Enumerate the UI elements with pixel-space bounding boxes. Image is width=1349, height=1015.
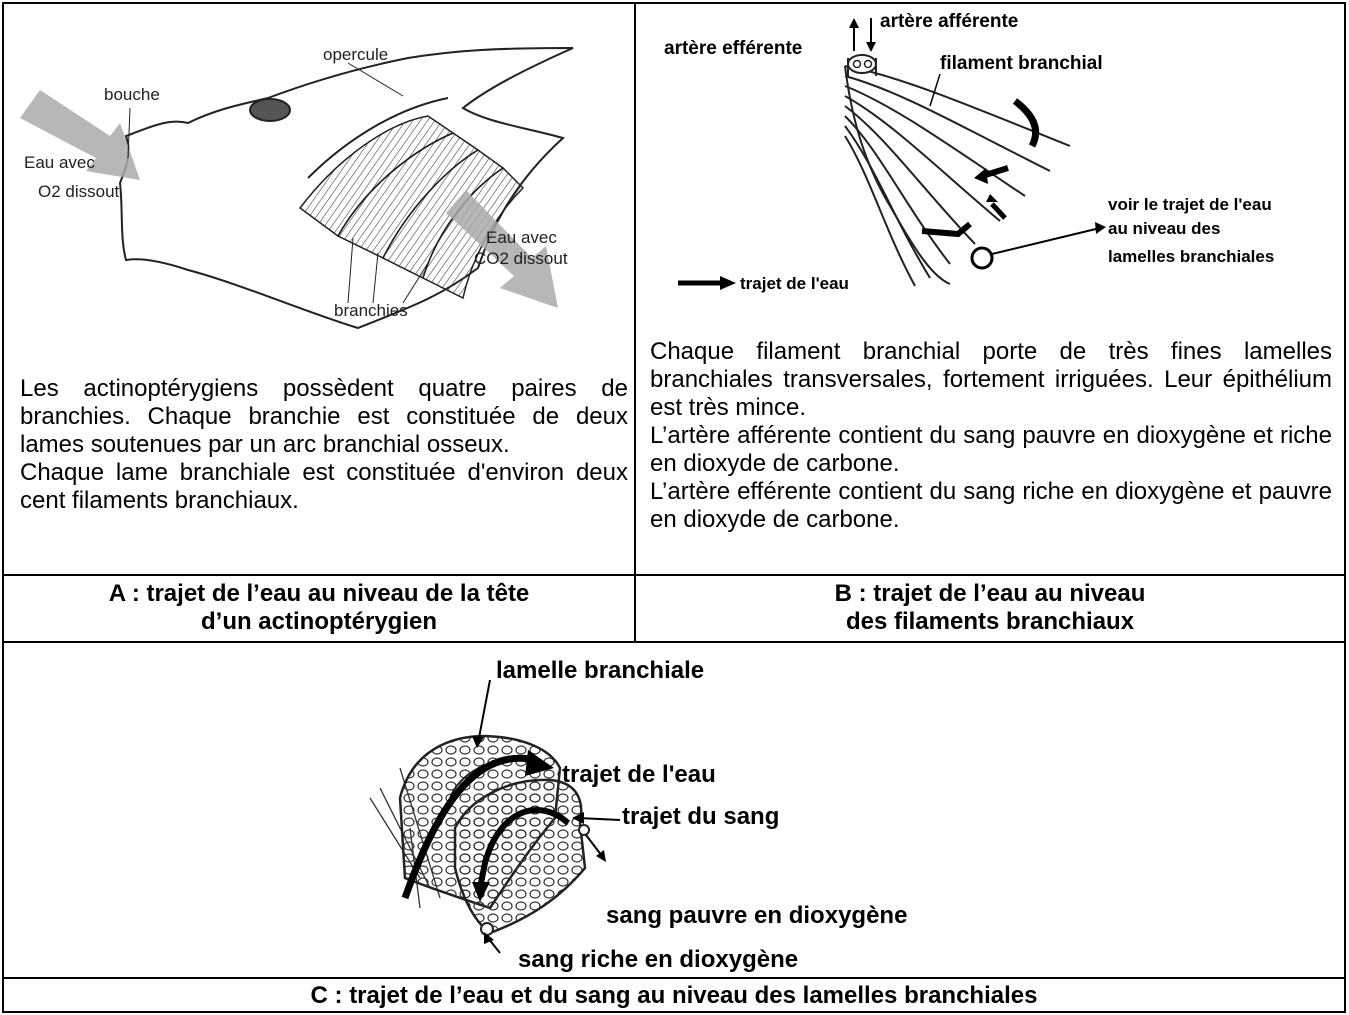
label-voir-line3: lamelles branchiales xyxy=(1108,247,1274,266)
label-eau-co2-line1: Eau avec xyxy=(486,228,557,247)
label-artere-efferente: artère efférente xyxy=(664,38,802,59)
eye xyxy=(250,99,290,121)
row-divider-caption-c xyxy=(2,977,1346,979)
label-trajet-legend: trajet de l'eau xyxy=(740,274,849,293)
label-sang-riche: sang riche en dioxygène xyxy=(518,946,798,973)
panel-a-paragraph-2: Chaque lame branchiale est constituée d'… xyxy=(20,459,628,515)
label-artere-afferente: artère afférente xyxy=(880,11,1018,32)
caption-b-line1: B : trajet de l’eau au niveau xyxy=(636,580,1344,608)
label-eau-o2-line1: Eau avec xyxy=(24,153,95,172)
lamella-zoom-circle xyxy=(972,248,992,268)
label-lamelle-branchiale: lamelle branchiale xyxy=(496,657,704,684)
panel-a-text: Les actinoptérygiens possèdent quatre pa… xyxy=(20,375,628,515)
label-voir-line1: voir le trajet de l'eau xyxy=(1108,195,1272,214)
row-divider-panel-c-top xyxy=(2,641,1346,643)
panel-b-text: Chaque filament branchial porte de très … xyxy=(650,338,1332,534)
label-eau-co2-line2: CO2 dissout xyxy=(474,249,568,268)
label-trajet-eau: trajet de l'eau xyxy=(562,761,716,788)
caption-b: B : trajet de l’eau au niveau des filame… xyxy=(636,580,1344,636)
caption-a-line1: A : trajet de l’eau au niveau de la tête xyxy=(4,580,634,608)
label-sang-pauvre: sang pauvre en dioxygène xyxy=(606,902,907,929)
panel-b-paragraph-3: L’artère efférente contient du sang rich… xyxy=(650,478,1332,534)
label-voir-line2: au niveau des xyxy=(1108,219,1220,238)
panel-c-lamellae-drawing: lamelle branchiale trajet de l'eau traje… xyxy=(360,648,1000,973)
caption-a-line2: d’un actinoptérygien xyxy=(4,608,634,636)
caption-b-line2: des filaments branchiaux xyxy=(636,608,1344,636)
gill-filaments xyxy=(845,66,1070,286)
panel-a-paragraph-1: Les actinoptérygiens possèdent quatre pa… xyxy=(20,375,628,459)
label-eau-o2-line2: O2 dissout xyxy=(38,182,120,201)
label-opercule: opercule xyxy=(323,45,388,64)
label-filament-branchial: filament branchial xyxy=(940,53,1103,74)
caption-a: A : trajet de l’eau au niveau de la tête… xyxy=(4,580,634,636)
panel-b-paragraph-1: Chaque filament branchial porte de très … xyxy=(650,338,1332,422)
lamella-front xyxy=(455,780,585,933)
label-branchies: branchies xyxy=(334,301,408,320)
column-divider xyxy=(634,2,636,642)
label-bouche: bouche xyxy=(104,85,160,104)
panel-b-paragraph-2: L’artère afférente contient du sang pauv… xyxy=(650,422,1332,478)
row-divider-captions-top xyxy=(2,574,1346,576)
water-path-arrow xyxy=(1015,101,1036,146)
panel-b-filament-drawing: artère afférente artère efférente filame… xyxy=(640,6,1340,324)
panel-a-fish-head-drawing: opercule bouche Eau avec O2 dissout Eau … xyxy=(8,8,628,353)
label-trajet-sang: trajet du sang xyxy=(622,803,779,830)
caption-c: C : trajet de l’eau et du sang au niveau… xyxy=(4,982,1344,1010)
